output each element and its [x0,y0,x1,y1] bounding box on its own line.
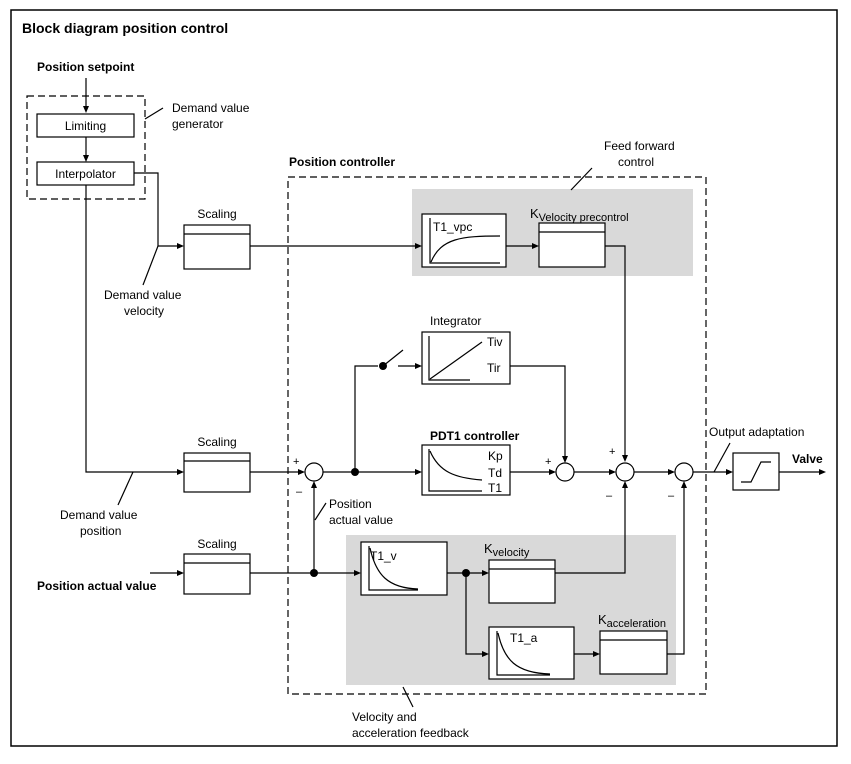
sum-junction-2 [555,462,575,482]
position-controller-box [287,176,707,695]
integrator-label: Integrator [430,314,481,328]
vel-acc-feedback-label-2: acceleration feedback [352,726,470,740]
svg-text:–: – [606,490,613,502]
t1-label: T1 [488,481,502,495]
position-actual-value-label: Position actual value [37,579,157,593]
limiting-label: Limiting [65,119,106,133]
sum-junction-4 [674,462,694,482]
t1-a-label: T1_a [510,631,538,645]
pdt1-label: PDT1 controller [430,429,520,443]
demand-value-generator-label-1: Demand value [172,101,250,115]
demand-value-generator-label-2: generator [172,117,223,131]
k-velocity-label: Kvelocity [484,541,530,559]
sum-junction-3 [615,462,635,482]
k-velocity-block [488,559,556,604]
svg-text:+: + [545,456,551,468]
demand-value-velocity-label-2: velocity [124,304,164,318]
svg-text:+: + [293,456,299,468]
svg-text:+: + [609,446,615,458]
t1-v-block [360,541,448,596]
tiv-label: Tiv [487,335,503,349]
position-actual-label-1: Position [329,497,372,511]
outer-frame [10,9,838,747]
pdt1-block [421,444,511,496]
output-adaptation-label: Output adaptation [709,425,804,439]
feed-forward-label-2: control [618,155,654,169]
t1-vpc-block [421,213,507,268]
k-velocity-precontrol-label: KVelocity precontrol [530,206,629,224]
kp-label: Kp [488,449,503,463]
scaling-bottom-label: Scaling [197,537,236,551]
scaling-mid-label: Scaling [197,435,236,449]
valve-label: Valve [792,452,823,466]
position-actual-label-2: actual value [329,513,393,527]
svg-text:–: – [668,490,675,502]
svg-text:–: – [296,486,303,498]
k-acceleration-block [599,630,668,675]
position-setpoint-label: Position setpoint [37,60,134,74]
k-velocity-precontrol-block [538,222,606,268]
tir-label: Tir [487,361,501,375]
demand-velocity-line [134,172,178,247]
integrator-switch [382,349,404,367]
t1-vpc-label: T1_vpc [433,220,472,234]
demand-value-position-label-1: Demand value [60,508,138,522]
vel-acc-feedback-label-1: Velocity and [352,710,417,724]
t1-v-label: T1_v [370,549,397,563]
scaling-mid-block [183,452,251,493]
position-controller-label: Position controller [289,155,395,169]
interpolator-label: Interpolator [55,167,116,181]
demand-value-position-label-2: position [80,524,121,538]
scaling-bottom-block [183,553,251,595]
t1-a-block [488,626,575,680]
integrator-block [421,331,511,385]
demand-value-velocity-label-1: Demand value [104,288,182,302]
td-label: Td [488,466,502,480]
scaling-top-block [183,224,251,270]
k-acceleration-label: Kacceleration [598,612,666,630]
diagram-title: Block diagram position control [22,20,228,36]
sum-junction-1 [304,462,324,482]
feed-forward-label-1: Feed forward [604,139,675,153]
demand-position-line [85,185,178,473]
scaling-top-label: Scaling [197,207,236,221]
